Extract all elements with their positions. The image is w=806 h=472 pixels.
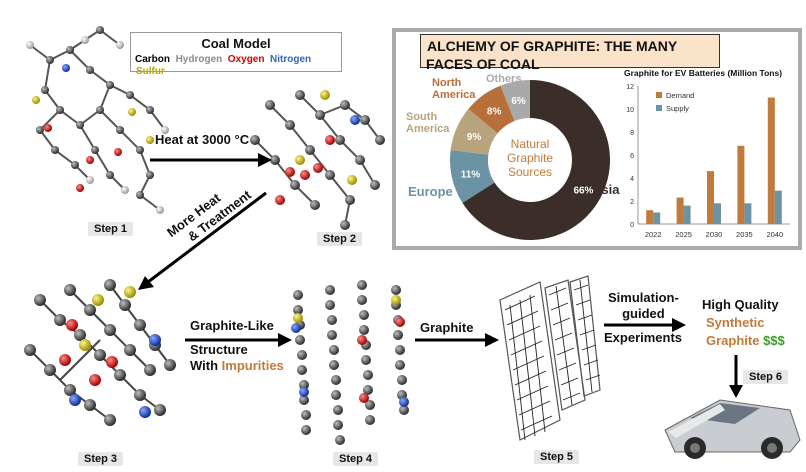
hq-line3a: Graphite <box>706 333 764 348</box>
infobox-title-line1: ALCHEMY OF GRAPHITE: THE MANY <box>427 38 678 54</box>
structure-label: Structure With Impurities <box>190 342 284 374</box>
bar-demand-2022 <box>646 210 654 224</box>
x-tick-label: 2025 <box>675 230 692 239</box>
coal-molecule-step2 <box>250 90 385 230</box>
bar-supply-2035 <box>744 203 752 224</box>
x-tick-label: 2040 <box>766 230 783 239</box>
bar-demand-2035 <box>737 145 745 224</box>
bar-supply-2040 <box>774 190 782 224</box>
heat-label: Heat at 3000 °C <box>155 132 250 147</box>
simulation-label: Simulation- guided <box>608 290 679 322</box>
step-6-label: Step 6 <box>743 370 789 384</box>
donut-value-label: 11% <box>461 169 481 180</box>
donut-center-text: Graphite <box>507 151 553 165</box>
bar-chart-title: Graphite for EV Batteries (Million Tons) <box>624 68 782 78</box>
legend-swatch-supply <box>656 105 662 111</box>
graphite-like-line1: Graphite-Like <box>190 318 274 333</box>
more-heat-arrow <box>138 191 267 290</box>
donut-value-label: 66% <box>573 185 593 196</box>
step-2-label: Step 2 <box>317 232 363 246</box>
donut-category-label: Others <box>486 73 521 85</box>
donut-slice-south-america <box>450 109 498 155</box>
simulation-arrow <box>604 318 686 332</box>
legend-sulfur: Sulfur <box>136 66 165 77</box>
y-tick-label: 12 <box>626 84 634 91</box>
donut-slice-others <box>500 80 530 121</box>
graphite-like-label: Graphite-Like <box>190 318 274 334</box>
legend-oxygen: Oxygen <box>227 54 265 65</box>
step6-arrow <box>729 355 743 398</box>
ev-graphite-bar-chart: Graphite for EV Batteries (Million Tons)… <box>624 68 790 239</box>
bar-supply-2025 <box>683 205 691 224</box>
experiments-label: Experiments <box>604 330 683 345</box>
ev-truck-illustration <box>664 399 801 459</box>
legend-title: Coal Model <box>201 36 271 51</box>
hq-graphite-label: High Quality Synthetic Graphite $$$ <box>702 296 785 350</box>
graphite-like-arrow <box>185 333 292 347</box>
bar-supply-2030 <box>714 203 721 224</box>
y-tick-label: 10 <box>626 107 634 114</box>
y-tick-label: 4 <box>630 176 634 183</box>
donut-center-text: Sources <box>508 165 552 179</box>
donut-slice-europe <box>450 149 495 203</box>
x-tick-label: 2022 <box>645 230 662 239</box>
hq-line2: Synthetic <box>706 315 765 330</box>
infobox-title-banner: ALCHEMY OF GRAPHITE: THE MANY <box>420 34 720 68</box>
impurities-text: Impurities <box>221 358 284 373</box>
legend-hydrogen: Hydrogen <box>175 54 223 65</box>
x-tick-label: 2030 <box>706 230 723 239</box>
step-1-label: Step 1 <box>88 222 134 236</box>
graphite-sheets-step5 <box>499 275 601 441</box>
donut-value-label: 6% <box>511 96 526 107</box>
bar-demand-2025 <box>676 197 684 224</box>
dollar-signs: $$$ <box>763 333 785 348</box>
step-3-label: Step 3 <box>78 452 124 466</box>
y-tick-label: 6 <box>630 153 634 160</box>
atom-legend: Coal Model Carbon Hydrogen Oxygen Nitrog… <box>130 32 342 72</box>
donut-value-label: 9% <box>467 132 482 143</box>
heat-arrow <box>150 153 272 167</box>
graphite-precursor-step3 <box>24 279 176 426</box>
legend-label-supply: Supply <box>666 104 689 113</box>
donut-value-label: 8% <box>487 107 502 118</box>
y-tick-label: 2 <box>630 199 634 206</box>
y-tick-label: 0 <box>630 222 634 229</box>
donut-slice-asia <box>462 80 610 240</box>
bar-demand-2030 <box>707 171 714 224</box>
bar-supply-2022 <box>653 212 661 224</box>
graphite-like-layers-step4 <box>291 280 409 445</box>
donut-category-label: Asia <box>592 182 620 197</box>
hq-line1: High Quality <box>702 297 779 312</box>
donut-center-text: Natural <box>511 137 550 151</box>
graphite-like-line3a: With <box>190 358 222 373</box>
bar-demand-2040 <box>767 97 775 224</box>
legend-carbon: Carbon <box>135 54 170 65</box>
graphite-label: Graphite <box>420 320 474 335</box>
simulation-line2: guided <box>622 306 665 321</box>
graphite-like-line2: Structure <box>190 342 248 357</box>
infobox-title-line2: FACES OF COAL <box>426 56 540 72</box>
legend-nitrogen: Nitrogen <box>270 54 312 65</box>
legend-swatch-demand <box>656 92 662 98</box>
donut-category-label: Europe <box>408 184 453 199</box>
graphite-arrow <box>415 333 499 347</box>
y-tick-label: 8 <box>630 130 634 137</box>
step-4-label: Step 4 <box>333 452 379 466</box>
donut-slice-north-america <box>468 85 515 134</box>
legend-label-demand: Demand <box>666 91 694 100</box>
simulation-line1: Simulation- <box>608 290 679 305</box>
coal-atoms-step1 <box>26 26 169 214</box>
step-5-label: Step 5 <box>534 450 580 464</box>
x-tick-label: 2035 <box>736 230 753 239</box>
